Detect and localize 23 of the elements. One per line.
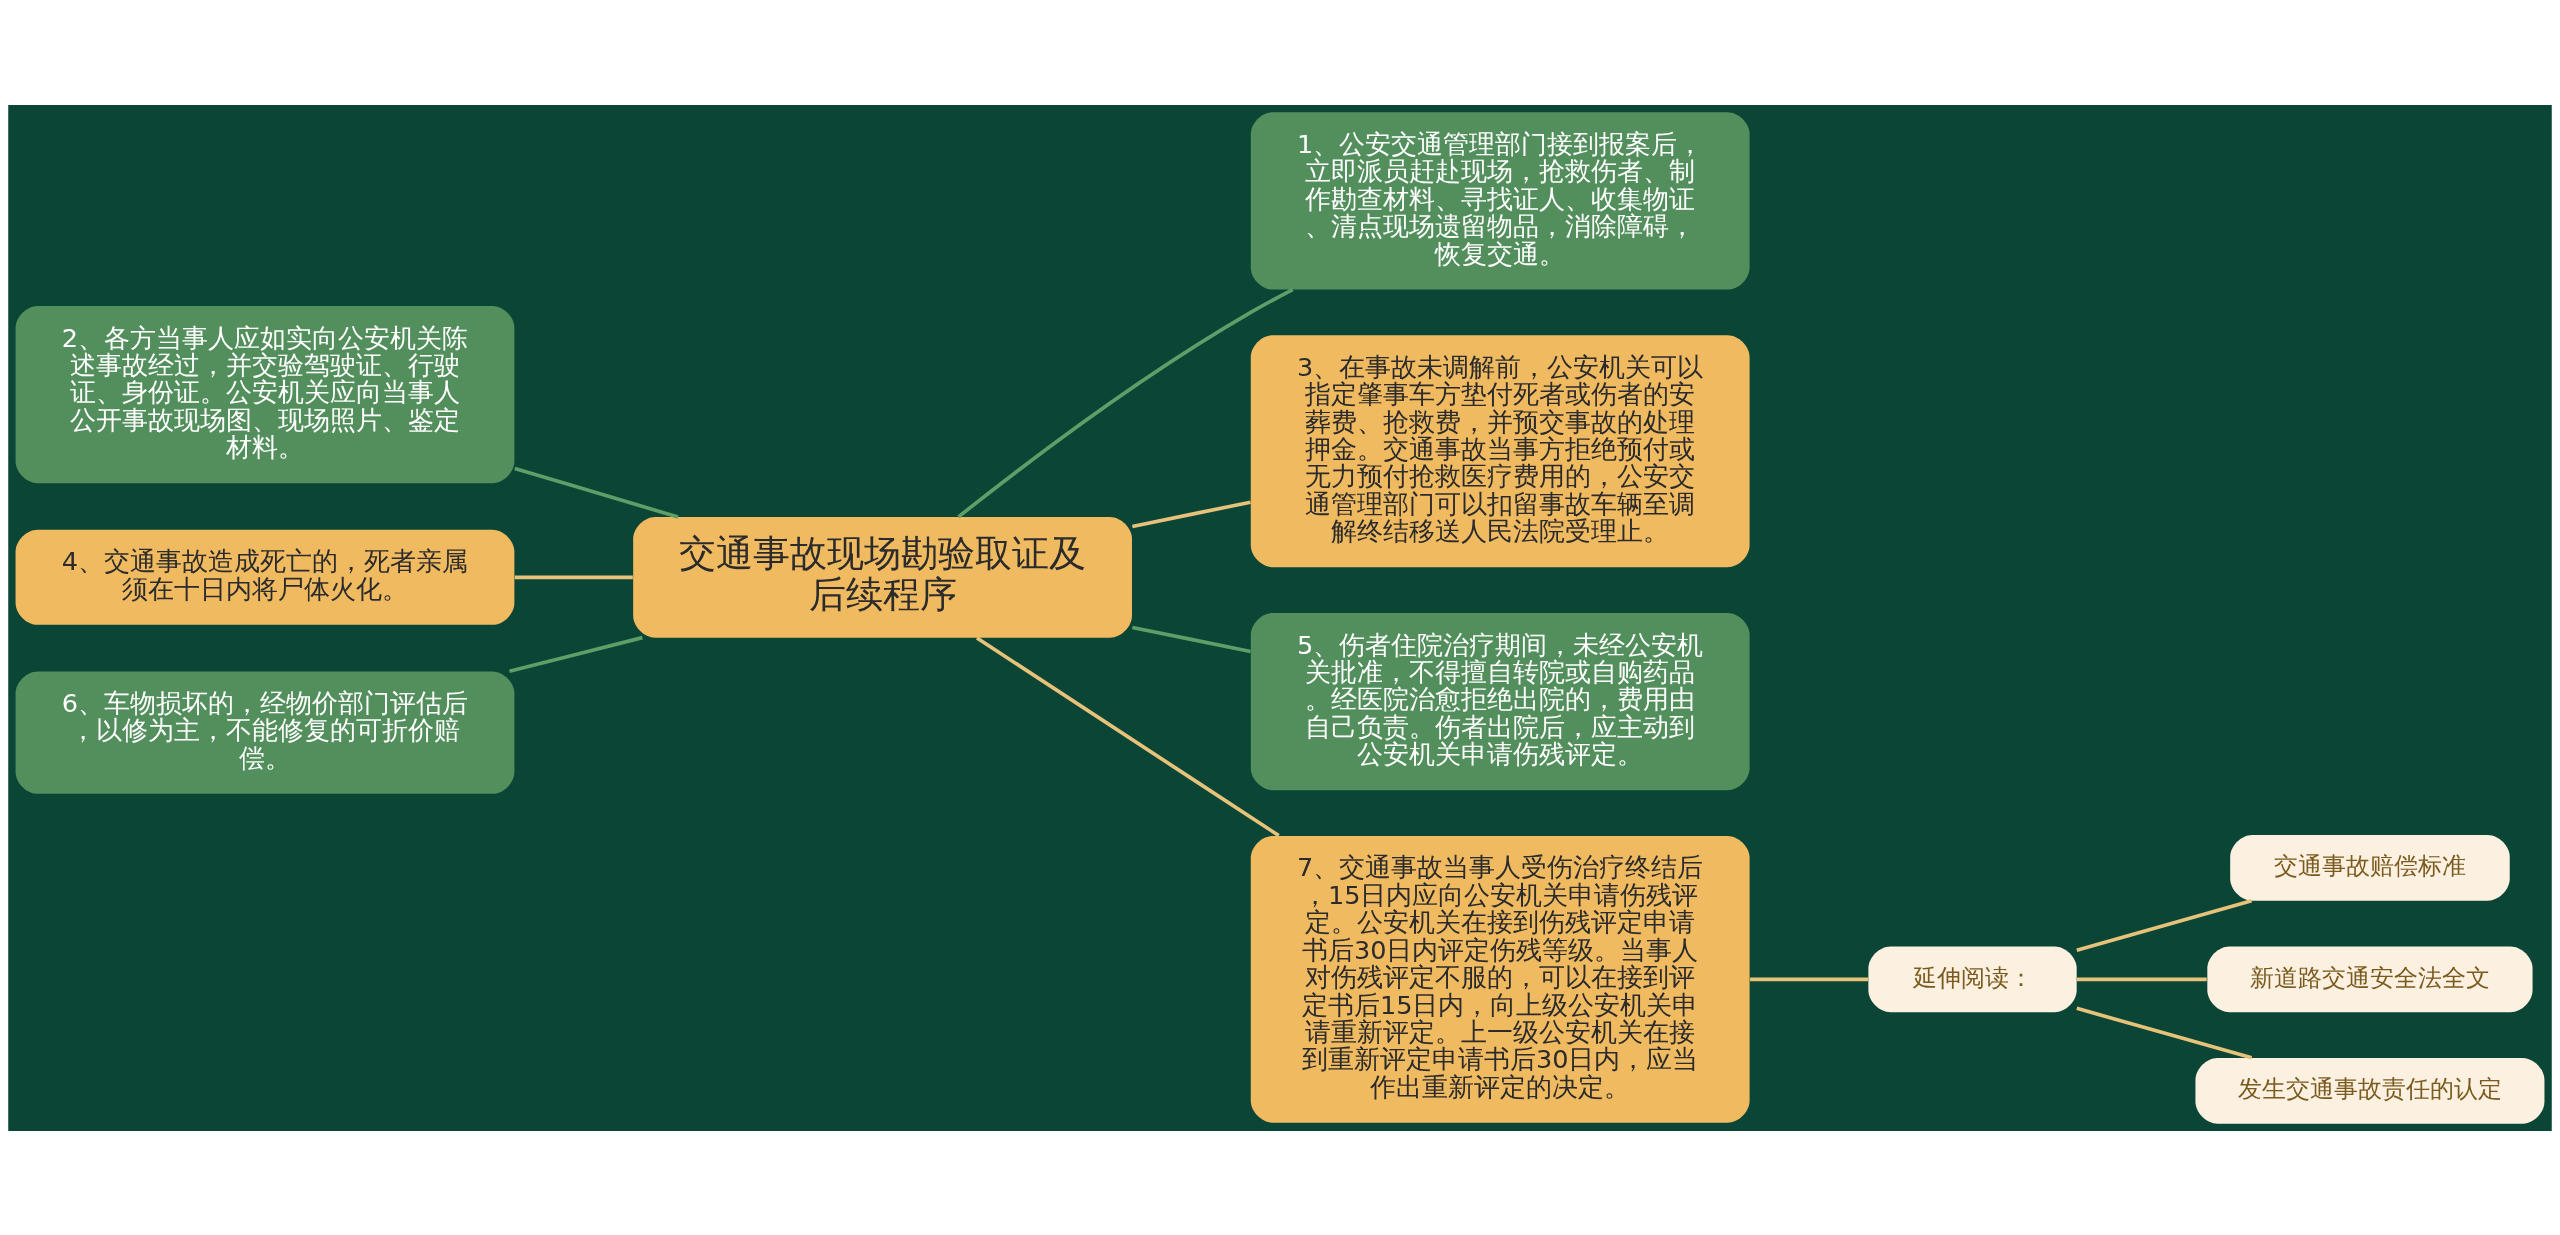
connector [514,466,679,519]
connector [509,635,643,673]
node-box: 2、各方当事人应如实向公安机关陈述事故经过，并交验驾驶证、行驶证、身份证。公安机关应向当事人公开事故现场图、现场照片、鉴定材料。 [15,305,515,483]
node-box: 3、在事故未调解前，公安机关可以指定肇事车方垫付死者或伤者的安葬费、抢救费，并预交事故的处理押金。交通事故当事方拒绝预付或无力预付抢救医疗费用的，公安交通管理部门可以扣留事故车辆至调解终结移送人民法院受理止。 [1250,334,1750,567]
connector [976,635,1280,837]
node-box: 新道路交通安全法全文 [2207,945,2533,1012]
connector [2076,898,2253,952]
node-box: 7、交通事故当事人受伤治疗终结后，15日内应向公安机关申请伤残评定。公安机关在接到伤残评定申请书后30日内评定伤残等级。当事人对伤残评定不服的，可以在接到评定书后15日内，向上级公安机关申请重新评定。上一级公安机关在接到重新评定申请书后30日内，应当作出重新评定的决定。 [1250,835,1750,1123]
node-box: 4、交通事故造成死亡的，死者亲属须在十日内将尸体火化。 [15,529,515,625]
connector [514,575,633,579]
node-box: 6、车物损坏的，经物价部门评估后，以修为主，不能修复的可折价赔偿。 [15,670,515,794]
node-box: 5、伤者住院治疗期间，未经公安机关批准，不得擅自转院或自购药品。经医院治愈拒绝出院的，费用由自己负责。伤者出院后，应主动到公安机关申请伤残评定。 [1250,612,1750,790]
connector [1132,625,1251,653]
connector [2076,977,2207,981]
node-box: 交通事故现场勘验取证及后续程序 [633,516,1132,638]
connector [2076,1006,2253,1060]
connector [957,287,1294,518]
node-box: 延伸阅读： [1868,945,2077,1012]
node-box: 1、公安交通管理部门接到报案后，立即派员赶赴现场，抢救伤者、制作勘查材料、寻找证人、收集物证、清点现场遗留物品，消除障碍，恢复交通。 [1250,111,1750,290]
node-box: 交通事故赔偿标准 [2230,834,2510,901]
connector [1132,499,1251,528]
node-box: 发生交通事故责任的认定 [2195,1057,2545,1124]
connector [1750,977,1869,981]
